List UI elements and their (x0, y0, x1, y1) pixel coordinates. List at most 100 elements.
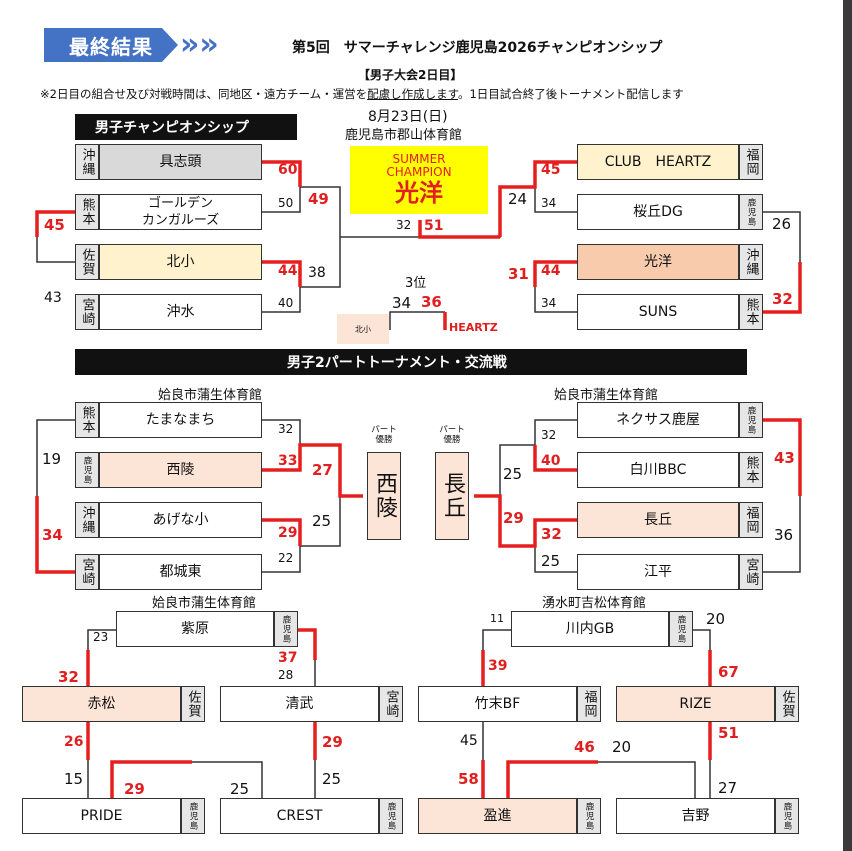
team-gushikami: 具志頭 (99, 144, 262, 180)
score: 46 (574, 738, 595, 756)
score: 25 (230, 780, 250, 798)
score: 45 (541, 162, 561, 178)
score: 27 (312, 461, 333, 479)
score: 15 (64, 770, 84, 788)
score: 27 (718, 779, 738, 797)
championship-banner: 男子チャンピオンシップ (75, 114, 297, 140)
part-win-label-right: パート 優勝 (439, 425, 465, 445)
score: 58 (458, 770, 479, 788)
score: 26 (64, 734, 84, 750)
score: 31 (508, 265, 529, 283)
score: 40 (541, 453, 561, 469)
score: 28 (278, 668, 294, 682)
pref-miyazaki: 宮崎 (75, 554, 99, 590)
score: 67 (718, 663, 739, 681)
pref-miyazaki: 宮崎 (379, 686, 403, 722)
third-place-label: 3位 (405, 276, 427, 291)
team-suns: SUNS (577, 294, 739, 330)
final-result-badge: 最終結果 (44, 28, 178, 62)
score: 51 (424, 218, 444, 234)
team-kiyotake: 清武 (220, 686, 379, 722)
score: 20 (612, 738, 632, 756)
pref-kumamoto: 熊本 (75, 402, 99, 438)
pref-kagoshima: 鹿児島 (577, 798, 601, 834)
pref-saga: 佐賀 (181, 686, 205, 722)
pref-okinawa: 沖縄 (739, 244, 763, 280)
score: 45 (44, 216, 65, 234)
team-ehira: 江平 (577, 554, 739, 590)
part-tournament-banner: 男子2パートトーナメント・交流戦 (75, 349, 747, 375)
champion-team: 光洋 (395, 179, 443, 207)
score: 60 (278, 162, 298, 178)
pref-kumamoto: 熊本 (739, 294, 763, 330)
pref-kumamoto: 熊本 (75, 194, 99, 230)
pref-kagoshima: 鹿児島 (379, 798, 403, 834)
team-yoshino: 吉野 (616, 798, 775, 834)
part-winner-left: 西陵 (367, 452, 401, 540)
note-underlined: 配慮し作成します (367, 87, 458, 101)
score: 34 (541, 196, 557, 210)
champion-box: SUMMER CHAMPION 光洋 (350, 146, 488, 214)
note-text-end: 。1日目試合終了後トーナメント配信します (457, 87, 684, 101)
team-sendai-gb: 川内GB (511, 611, 669, 647)
score: 29 (278, 525, 298, 541)
score: 32 (541, 525, 562, 543)
pref-kagoshima: 鹿児島 (775, 798, 799, 834)
score: 26 (772, 215, 792, 233)
part-venue-right: 姶良市蒲生体育館 (554, 388, 659, 403)
champion-label: SUMMER CHAMPION (386, 152, 452, 179)
score: 25 (503, 465, 523, 483)
team-eishin: 盈進 (418, 798, 577, 834)
score: 20 (706, 610, 726, 628)
score: 34 (541, 296, 557, 310)
pref-okinawa: 沖縄 (75, 144, 99, 180)
team-shiohara: 紫原 (116, 611, 274, 647)
exchange-venue-left: 姶良市蒲生体育館 (152, 596, 257, 611)
team-tamanamachi: たまなまち (99, 402, 262, 438)
score: 44 (278, 263, 298, 279)
pref-kumamoto: 熊本 (739, 452, 763, 488)
score: 34 (42, 526, 63, 544)
score: 49 (308, 190, 329, 208)
score: 32 (541, 428, 557, 442)
score: 34 (392, 294, 412, 312)
team-miyakonojo-higashi: 都城東 (99, 554, 262, 590)
score: 36 (421, 293, 442, 311)
score: 50 (278, 196, 294, 210)
team-pride: PRIDE (22, 798, 181, 834)
team-kitasho: 北小 (99, 244, 262, 280)
score: 25 (541, 552, 561, 570)
exchange-venue-right: 湧水町吉松体育館 (542, 596, 647, 611)
score: 32 (278, 422, 294, 436)
score: 19 (42, 450, 62, 468)
team-nexus-kanoya: ネクサス鹿屋 (577, 402, 739, 438)
team-okisui: 沖水 (99, 294, 262, 330)
team-club-heartz: CLUB HEARTZ (577, 144, 739, 180)
third-place-winner: HEARTZ (449, 321, 498, 334)
team-rize: RIZE (616, 686, 775, 722)
score: 25 (312, 512, 332, 530)
championship-date: 8月23日(日) (368, 109, 448, 125)
score: 39 (488, 658, 508, 674)
pref-okinawa: 沖縄 (75, 502, 99, 538)
pref-kagoshima: 鹿児島 (669, 611, 693, 647)
team-nagaoka: 長丘 (577, 502, 739, 538)
chevron-icon: »» (180, 27, 219, 62)
score: 29 (503, 509, 524, 527)
pref-kagoshima: 鹿児島 (739, 402, 763, 438)
team-akamatsu: 赤松 (22, 686, 181, 722)
score: 33 (278, 453, 298, 469)
score: 44 (541, 263, 561, 279)
pref-fukuoka: 福岡 (577, 686, 601, 722)
team-shirakawa-bbc: 白川BBC (577, 452, 739, 488)
pref-kagoshima: 鹿児島 (739, 194, 763, 230)
team-crest: CREST (220, 798, 379, 834)
pref-saga: 佐賀 (75, 244, 99, 280)
pref-kagoshima: 鹿児島 (181, 798, 205, 834)
score: 43 (44, 290, 62, 306)
score: 43 (774, 449, 795, 467)
score: 32 (396, 218, 412, 232)
score: 45 (460, 733, 478, 749)
part-venue-left: 姶良市蒲生体育館 (158, 388, 263, 403)
